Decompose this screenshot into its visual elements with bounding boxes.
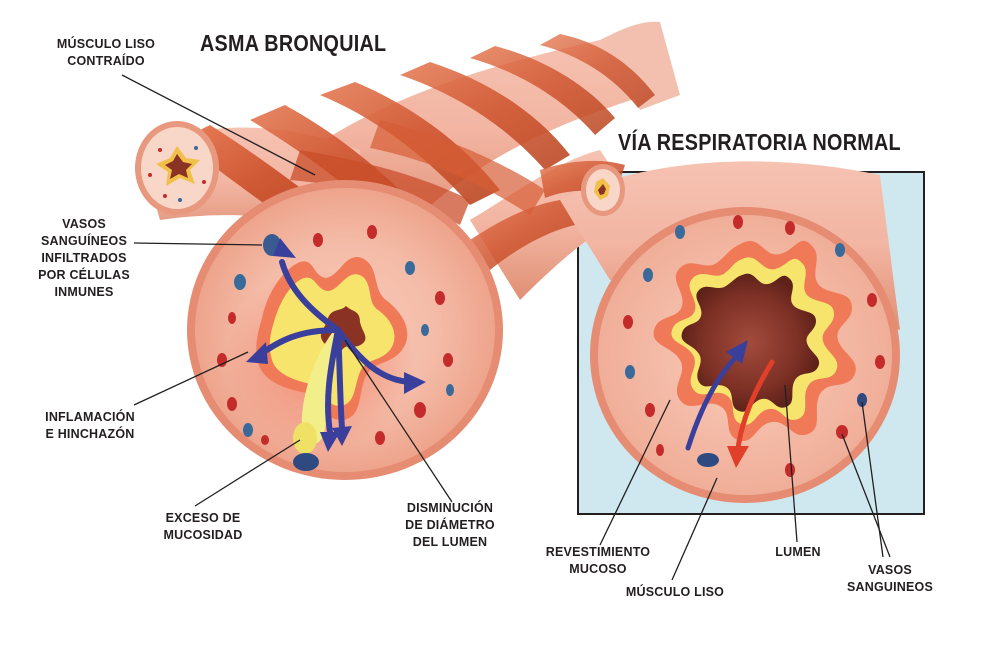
normal-vessels — [623, 215, 885, 477]
label-infiltrated-vessels: VASOS SANGUÍNEOS INFILTRADOS POR CÉLULAS… — [38, 217, 130, 299]
title-asthma: ASMA BRONQUIAL — [200, 30, 387, 56]
arrow-heads — [246, 238, 426, 452]
label-smooth-muscle: MÚSCULO LISO — [625, 585, 725, 599]
small-bronchus-inset — [581, 164, 625, 216]
asthma-airway-cross-section — [187, 180, 503, 480]
leader-lines — [121, 74, 891, 581]
title-normal-airway: VÍA RESPIRATORIA NORMAL — [618, 129, 901, 155]
label-smooth-muscle-contracted: MÚSCULO LISO CONTRAÍDO — [56, 37, 156, 68]
label-blood-vessels: VASOS SANGUINEOS — [846, 563, 934, 594]
airflow-in-arrow — [685, 355, 738, 451]
label-mucosal-lining: REVESTIMIENTO MUCOSO — [545, 545, 651, 576]
small-bronchus-cross-section — [135, 121, 219, 215]
label-excess-mucus: EXCESO DE MUCOSIDAD — [163, 511, 243, 542]
label-lumen: LUMEN — [775, 545, 821, 559]
normal-airway-cross-section — [590, 207, 900, 503]
airflow-out-arrow — [735, 359, 775, 451]
label-inflammation: INFLAMACIÓN E HINCHAZÓN — [45, 410, 135, 441]
label-lumen-decrease: DISMINUCIÓN DE DIÁMETRO DEL LUMEN — [405, 501, 495, 549]
